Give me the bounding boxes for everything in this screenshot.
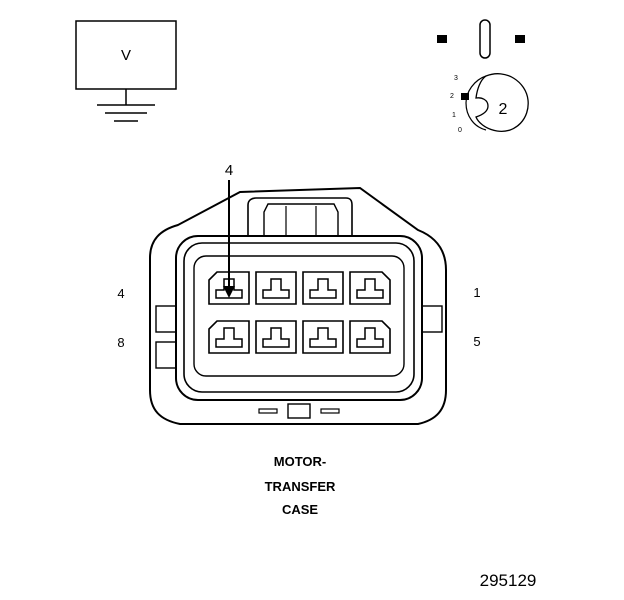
bottom-key-right [320, 408, 340, 414]
position-2: 2 [450, 93, 454, 100]
latch-inner [263, 203, 339, 236]
terminal-contact [356, 327, 384, 348]
left-lug-top [155, 305, 177, 333]
knob-label: 2 [499, 101, 508, 118]
connector-cavity-frame [193, 255, 405, 377]
terminal-cavity [349, 271, 391, 305]
switch-contact-right [515, 35, 525, 43]
connector-latch [247, 197, 353, 236]
knob-pointer [461, 93, 469, 100]
right-lug [421, 305, 443, 333]
probe-cavity-number: 4 [225, 162, 233, 179]
position-3: 3 [454, 75, 458, 82]
caption-line-1: MOTOR- [274, 454, 326, 469]
terminal-contact [309, 327, 337, 348]
switch-blade [479, 19, 491, 59]
terminal-cavity [302, 271, 344, 305]
switch-contact-left [437, 35, 447, 43]
pin-label-top-left: 4 [117, 286, 124, 301]
pin-label-bottom-left: 8 [117, 335, 124, 350]
knob-back-disc [465, 75, 487, 131]
left-lug-bottom [155, 341, 177, 369]
terminal-cavity [208, 320, 250, 354]
terminal-contact [356, 278, 384, 299]
caption-line-3: CASE [282, 502, 318, 517]
bottom-key-center [287, 403, 311, 419]
terminal-contact [262, 327, 290, 348]
terminal-cavity [208, 271, 250, 305]
caption-line-2: TRANSFER [265, 479, 336, 494]
connector-seal-inner [183, 242, 415, 393]
position-0: 0 [458, 127, 462, 134]
voltmeter-symbol: V [75, 20, 177, 122]
connector-outer-shell [149, 186, 447, 425]
terminal-cavity [349, 320, 391, 354]
probe-arrowhead [223, 286, 235, 298]
figure-number: 295129 [480, 571, 537, 590]
position-1: 1 [452, 112, 456, 119]
terminal-contact [309, 278, 337, 299]
terminal-contact [262, 278, 290, 299]
selector-switch-icon [437, 19, 525, 59]
bottom-key-left [258, 408, 278, 414]
terminal-contact [215, 278, 243, 299]
connector-caption: MOTOR- TRANSFER CASE [265, 454, 336, 517]
terminal-cavity [302, 320, 344, 354]
pin-label-top-right: 1 [473, 285, 480, 300]
knob-body [475, 73, 529, 132]
rotary-knob-icon: 3 2 1 0 2 [450, 73, 529, 134]
terminal-cavities [208, 271, 391, 354]
terminal-contact [215, 327, 243, 348]
meter-mode-letter: V [121, 47, 131, 64]
probe-arrow: 4 [223, 162, 235, 298]
pin-label-bottom-right: 5 [473, 334, 480, 349]
terminal-cavity [255, 320, 297, 354]
connector-face: 4 8 1 5 [117, 186, 481, 425]
terminal-cavity [255, 271, 297, 305]
